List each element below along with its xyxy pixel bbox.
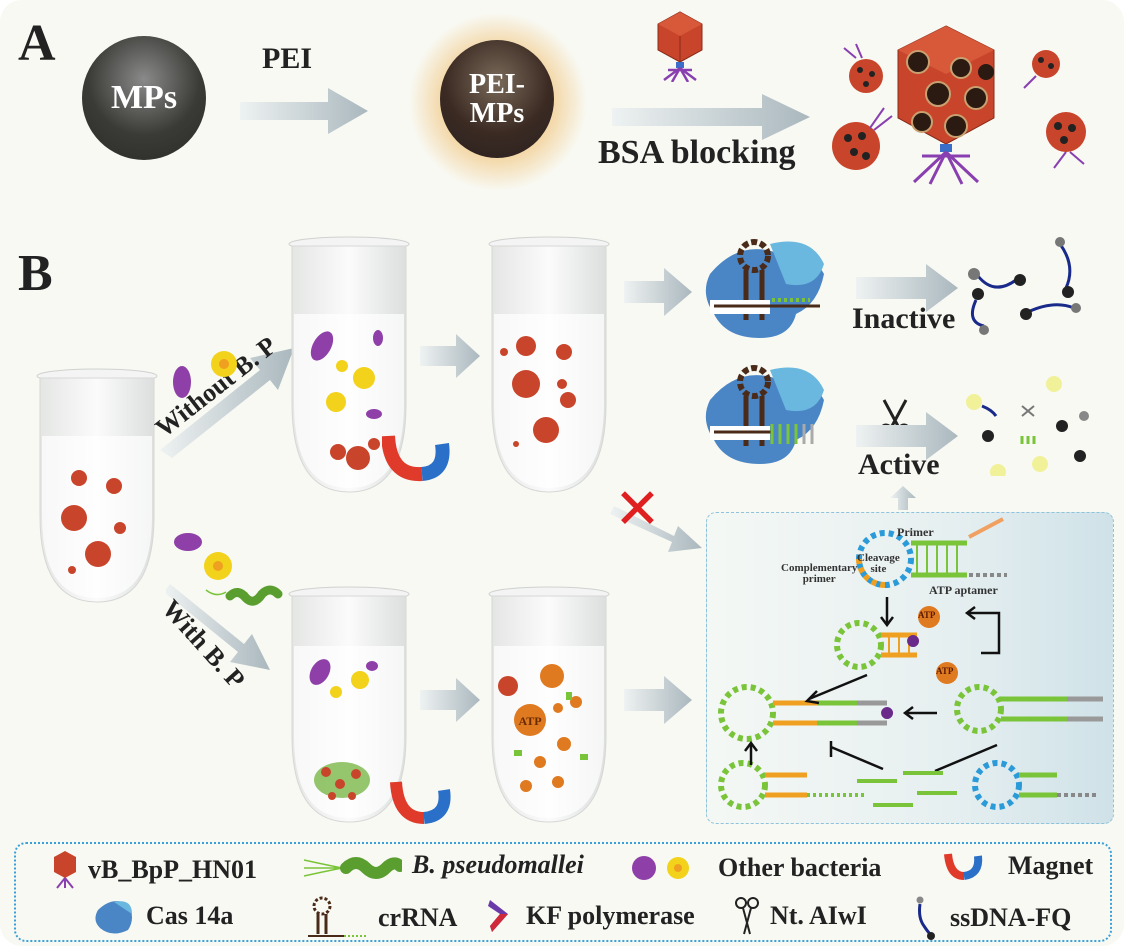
cas14a-icon xyxy=(95,901,132,934)
arrow-b2 xyxy=(624,268,692,316)
arrow-without-bp xyxy=(160,348,294,458)
legend-item-crrna: crRNA xyxy=(304,896,457,940)
intact-ssdna-fq-probes xyxy=(968,237,1081,335)
arrow-up-to-active xyxy=(890,486,916,510)
cleaved-probes-fluorescence xyxy=(966,376,1089,476)
legend-label-phage: vB_BpP_HN01 xyxy=(88,855,258,884)
other-bacteria-cluster-1 xyxy=(173,351,237,398)
extended-duplex-right xyxy=(954,684,1103,734)
magnet-icon xyxy=(944,853,983,880)
large-phage xyxy=(897,25,995,185)
primer-label: Primer xyxy=(897,525,934,539)
small-phage-2 xyxy=(832,107,893,170)
amplification-diagram xyxy=(718,517,1103,810)
mp-sphere: MPs xyxy=(82,36,206,160)
legend-label-magnet: Magnet xyxy=(1008,851,1094,880)
panel-a-label: A xyxy=(18,15,56,72)
pei-label: PEI xyxy=(262,42,313,75)
other-bacteria-icon xyxy=(632,856,689,880)
small-phage-4 xyxy=(1046,112,1086,169)
atp-bubble-label-1: ATP xyxy=(918,610,936,620)
phage-icon xyxy=(657,11,703,82)
hairpin-atp-bound xyxy=(834,620,920,670)
crrna-icon xyxy=(308,896,366,937)
magnet-icon-1 xyxy=(382,435,450,482)
tube-start xyxy=(36,368,158,603)
legend-item-magnet: Magnet xyxy=(944,850,1093,882)
legend-label-cas14a: Cas 14a xyxy=(146,901,234,930)
ssdna-fq-icon xyxy=(916,896,935,940)
small-phage-3 xyxy=(1023,50,1060,89)
tube-atp-release: ATP xyxy=(488,586,610,823)
mp-sphere-label: MPs xyxy=(110,79,178,117)
arrow-b3 xyxy=(420,678,480,722)
legend-label-ssdna-fq: ssDNA-FQ xyxy=(950,903,1072,932)
atp-aptamer-label: ATP aptamer xyxy=(929,583,998,597)
arrow-b4 xyxy=(624,676,692,724)
released-fragments xyxy=(857,771,957,807)
panel-b-label: B xyxy=(18,245,53,302)
arrow-with-bp xyxy=(166,584,270,670)
legend-label-kf-polymerase: KF polymerase xyxy=(526,901,695,930)
legend-label-other-bacteria: Other bacteria xyxy=(718,853,882,882)
pei-mp-sphere: PEI- MPs xyxy=(440,40,554,158)
tube-with-capture xyxy=(288,586,410,823)
arrow-a1 xyxy=(240,88,368,134)
blocked-path-arrow xyxy=(610,506,702,552)
small-phage-1 xyxy=(843,43,883,93)
legend-item-other-bacteria: Other bacteria xyxy=(630,850,881,886)
complementary-primer-label: Complementary primer xyxy=(781,563,857,585)
legend-label-nt-alwi: Nt. AIwI xyxy=(770,901,867,930)
atp-amplification-panel: Primer Cleavage site Complementary prime… xyxy=(706,512,1114,824)
tube-without-separated xyxy=(488,236,610,493)
legend-label-crrna: crRNA xyxy=(378,903,458,932)
atp-tube-label: ATP xyxy=(518,714,541,728)
legend-item-b-pseudomallei: B. pseudomallei xyxy=(302,850,584,880)
blocked-cross: ✕ xyxy=(614,477,661,542)
legend-item-kf-polymerase: KF polymerase xyxy=(486,896,695,936)
cleavage-site-line1: Cleavage xyxy=(857,552,900,564)
inactive-label: Inactive xyxy=(852,302,956,335)
complementary-primer-line1: Complementary xyxy=(781,562,858,574)
magnet-icon-2 xyxy=(390,781,451,824)
mixed-bacteria-cluster xyxy=(174,533,283,606)
scissors-icon xyxy=(735,897,759,935)
bsa-blocking-label: BSA blocking xyxy=(598,134,796,171)
extended-duplex xyxy=(718,684,894,742)
legend-label-b-pseudomallei: B. pseudomallei xyxy=(412,850,584,879)
pei-mp-label-line1: PEI- xyxy=(469,68,525,100)
cycle-arrows xyxy=(744,597,1001,773)
legend-item-ssdna-fq: ssDNA-FQ xyxy=(914,896,1071,940)
phage-icon xyxy=(54,851,76,889)
active-label: Active xyxy=(858,448,940,481)
cas14a-inactive-complex xyxy=(705,239,824,338)
legend-item-phage: vB_BpP_HN01 xyxy=(52,850,257,890)
tube-without-capture xyxy=(288,236,410,493)
arrow-a2 xyxy=(612,94,810,140)
complementary-primer-line2: primer xyxy=(802,573,836,585)
hairpin-probe xyxy=(856,517,1007,588)
legend-item-cas14a: Cas 14a xyxy=(92,896,233,936)
arrow-active xyxy=(856,412,958,460)
legend-item-nt-alwi: Nt. AIwI xyxy=(734,896,867,936)
kf-polymerase-icon xyxy=(488,900,508,932)
hairpin-bottom-right xyxy=(972,760,1097,810)
cleavage-site-line2: site xyxy=(870,563,887,575)
hairpin-bottom-left xyxy=(718,760,867,810)
phage-mp-complex-icon xyxy=(832,25,1086,185)
legend: vB_BpP_HN01 B. pseudomallei Other bacter… xyxy=(14,842,1112,942)
arrow-inactive xyxy=(856,264,958,312)
cleavage-site-label: Cleavage site xyxy=(857,553,900,575)
atp-bubble-label-2: ATP xyxy=(936,666,954,676)
pei-mp-label-line2: MPs xyxy=(469,98,525,129)
arrow-b1 xyxy=(420,334,480,378)
b-pseudomallei-icon xyxy=(303,857,402,879)
cas14a-active-complex xyxy=(705,365,824,464)
